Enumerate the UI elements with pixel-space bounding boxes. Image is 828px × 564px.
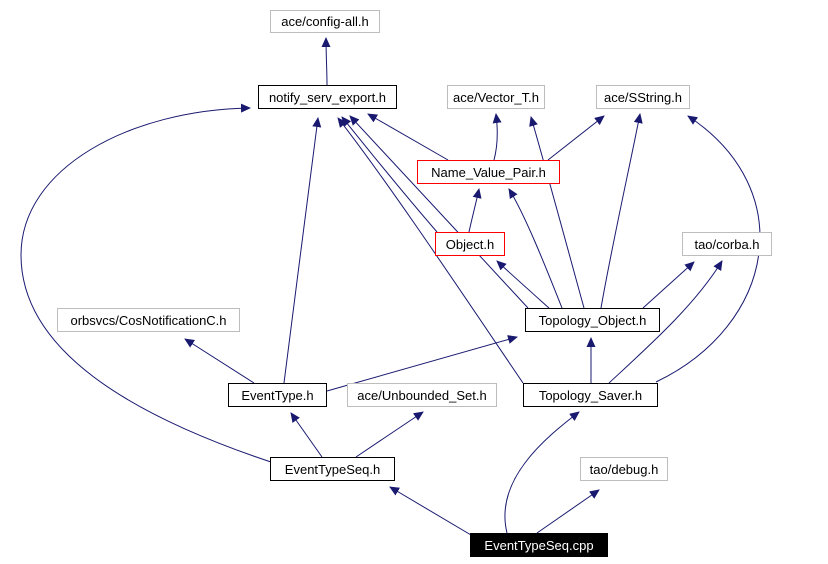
node-tao-corba-h[interactable]: tao/corba.h: [682, 232, 772, 256]
node-ace-unbounded-set-h[interactable]: ace/Unbounded_Set.h: [347, 383, 497, 407]
node-topology-saver-h[interactable]: Topology_Saver.h: [523, 383, 658, 407]
edge-cpp-etseq: [389, 486, 472, 536]
node-eventtype-h[interactable]: EventType.h: [228, 383, 327, 407]
edge-eventtype-cosnotif: [184, 338, 255, 384]
edge-topobj-corba: [642, 261, 695, 309]
node-notify-serv-export-h[interactable]: notify_serv_export.h: [258, 85, 397, 109]
edge-nvp-notify: [367, 113, 449, 161]
edge-etseq-notify: [20, 103, 272, 463]
node-topology-object-h[interactable]: Topology_Object.h: [525, 308, 660, 332]
edge-eventtype-notify: [283, 117, 322, 384]
edge-notify-configall: [321, 37, 331, 86]
edge-topsaver-notify: [337, 117, 524, 384]
node-eventtypeseq-cpp[interactable]: EventTypeSeq.cpp: [470, 533, 608, 557]
node-object-h[interactable]: Object.h: [435, 232, 505, 256]
node-eventtypeseq-h[interactable]: EventTypeSeq.h: [270, 457, 395, 481]
edge-eventtype-topobj: [326, 335, 518, 392]
edge-object-notify: [341, 116, 438, 233]
edge-cpp-debug: [536, 489, 600, 534]
edge-nvp-sstring: [547, 115, 605, 161]
node-name-value-pair-h[interactable]: Name_Value_Pair.h: [417, 160, 560, 184]
edge-object-nvp: [468, 188, 482, 233]
node-tao-debug-h[interactable]: tao/debug.h: [580, 457, 668, 481]
edge-cpp-topsaver: [504, 411, 580, 534]
edge-topobj-nvp: [508, 188, 563, 309]
edge-nvp-vector: [492, 113, 502, 161]
node-orbsvcs-cosnotificationc-h[interactable]: orbsvcs/CosNotificationC.h: [57, 308, 240, 332]
node-ace-config-all-h[interactable]: ace/config-all.h: [270, 10, 380, 33]
edge-topobj-object: [496, 260, 550, 309]
edge-topobj-sstring: [600, 113, 643, 309]
edge-topsaver-corba: [608, 260, 723, 384]
edge-topobj-notify: [349, 115, 529, 309]
node-ace-sstring-h[interactable]: ace/SString.h: [596, 85, 690, 109]
edge-etseq-eventtype: [290, 412, 323, 458]
node-ace-vector-t-h[interactable]: ace/Vector_T.h: [447, 85, 545, 109]
edge-etseq-unbset: [355, 411, 424, 458]
edge-topobj-vector: [529, 116, 585, 309]
